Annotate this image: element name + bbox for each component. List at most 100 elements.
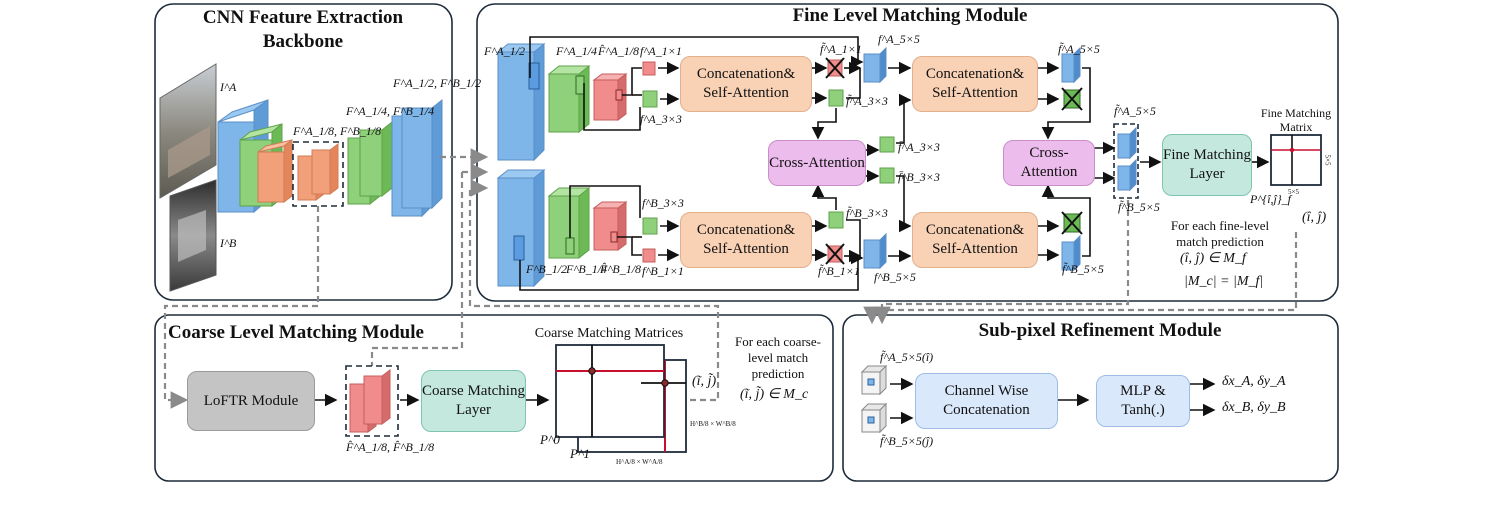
coarse-note: For each coarse-level match prediction (735, 334, 821, 381)
concat-self-attention-a1: Concatenation& Self-Attention (680, 56, 812, 112)
fine-b-tt5x5 (1117, 158, 1137, 192)
fine-b-f18 (592, 201, 628, 251)
concat-self-attention-b2: Concatenation& Self-Attention (912, 212, 1038, 268)
backbone-panel (154, 3, 453, 301)
coarse-features-pair (349, 369, 391, 433)
coarse-matrix-p0 (555, 344, 686, 438)
concat-self-attention-b1: Concatenation& Self-Attention (680, 212, 812, 268)
conn-b-f18 (617, 236, 642, 256)
fine-b-t3x3 (828, 211, 844, 229)
fine-a-f3x3 (642, 90, 658, 108)
fine-note: For each fine-level match prediction (1170, 218, 1270, 249)
fine-a-t1x1-crossed (825, 57, 845, 79)
arrow-a-to-cross2 (1041, 67, 1091, 140)
label-ca3x3: f̄^A_3×3 (898, 140, 940, 154)
arrow-b-to-cross2 (1041, 184, 1091, 257)
label-bb-f18: F^A_1/8, F^B_1/8 (293, 124, 382, 138)
label-bb-f12: F^A_1/2, F^B_1/2 (393, 76, 482, 90)
coarse-title: Coarse Level Matching Module (168, 322, 424, 343)
conn-b-t3-down (846, 219, 861, 256)
label-p0: P^0 (540, 432, 560, 447)
fine-a-t3x3 (828, 89, 844, 107)
backbone-f14-pair (347, 120, 393, 206)
fine-b-f5x5 (863, 232, 887, 270)
label-fa18: F̂^A_1/8 (598, 44, 640, 58)
coarse-dim1: H^B/8 × W^B/8 (690, 420, 736, 428)
coarse-matching-layer: Coarse Matching Layer (421, 370, 526, 432)
arrow-a-c3-concat (896, 93, 912, 144)
label-fb5x5: f^B_5×5 (874, 270, 916, 284)
coarse-features-dashed (345, 365, 399, 437)
fine-b-f14 (547, 186, 591, 260)
label-fb14: F^B_1/4 (566, 262, 608, 276)
label-cb3x3: f̄^B_3×3 (898, 170, 940, 184)
coarse-panel (154, 314, 834, 482)
arrow-a-to-cross (811, 108, 837, 140)
fine-b-t1x1-crossed (825, 243, 845, 265)
label-ta1x1: f̃^A_1×1 (820, 42, 862, 56)
fine-b-t3x3-crossed (1061, 211, 1083, 235)
fine-tt-dashed (1113, 123, 1139, 199)
fine-a-f18 (592, 73, 628, 121)
fine-matching-layer: Fine Matching Layer (1162, 134, 1252, 196)
image-a (159, 63, 217, 199)
label-ttb5x5: f̃^B_5×5 (1118, 200, 1160, 214)
backbone-f12-pair (391, 98, 443, 218)
fine-matrix (1270, 134, 1322, 186)
fine-title: Fine Level Matching Module (792, 5, 1028, 26)
label-tb5x5: f̃^B_5×5 (1062, 262, 1104, 276)
fine-b-t5x5 (1061, 234, 1081, 272)
subpixel-title: Sub-pixel Refinement Module (978, 320, 1222, 341)
label-tta5x5: f̃^A_5×5 (1114, 104, 1156, 118)
label-img-a: I^A (220, 80, 237, 94)
conn-a-f18-up (622, 67, 642, 96)
label-fa12: F^A_1/2 (484, 44, 526, 58)
dash-fine-to-sub-b (863, 232, 1298, 325)
fine-pair: (î, ĵ) (1302, 210, 1327, 225)
label-img-b: I^B (220, 236, 237, 250)
fine-in: (î, ĵ) ∈ M_f (1180, 251, 1246, 266)
concat-self-attention-a2: Concatenation& Self-Attention (912, 56, 1038, 112)
fine-b-c3x3 (879, 167, 895, 184)
fine-a-c3x3 (879, 136, 895, 153)
label-fa3x3: f^A_3×3 (640, 112, 682, 126)
label-tb3x3: f̃^B_3×3 (846, 206, 888, 220)
subpixel-panel (842, 314, 1339, 482)
cross-attention-2: Cross-Attention (1003, 140, 1095, 186)
label-coarse-features: F̂^A_1/8, F̂^B_1/8 (346, 440, 435, 454)
label-bb-f14: F^A_1/4, F^B_1/4 (346, 104, 435, 118)
coarse-dim2: H^A/8 × W^A/8 (616, 458, 663, 466)
fine-matrix-side: 5×5 (1323, 154, 1332, 166)
label-fb1x1: f^B_1×1 (642, 264, 684, 278)
subpixel-cube-a (860, 364, 888, 396)
mlp-tanh: MLP & Tanh(.) (1096, 375, 1190, 427)
dash-coarse-to-fine (468, 179, 720, 402)
fine-eq: |M_c| = |M_f| (1184, 274, 1264, 289)
label-fa5x5: f^A_5×5 (878, 32, 920, 46)
subpixel-cube-b (860, 402, 888, 434)
out-a: δx_A, δy_A (1222, 374, 1286, 389)
loftr-module: LoFTR Module (187, 371, 315, 431)
backbone-salmon-block (257, 139, 293, 203)
dash-coarse-up (370, 172, 464, 366)
fine-b-f12 (496, 168, 546, 288)
label-p1: P^1 (570, 446, 590, 461)
fine-matrix-bottom: 5×5 (1288, 188, 1299, 196)
coarse-matrices-title: Coarse Matching Matrices (534, 326, 684, 341)
label-fb12: F^B_1/2 (526, 262, 568, 276)
backbone-title: CNN Feature Extraction Backbone (202, 7, 404, 52)
channel-wise-concatenation: Channel Wise Concatenation (915, 373, 1058, 429)
label-tb1x1: f̃^B_1×1 (818, 264, 860, 278)
coarse-pair: (ĩ, j̃) (692, 374, 717, 389)
dash-fine-to-sub-a (873, 200, 1130, 325)
fine-a-t3x3-crossed (1061, 87, 1083, 111)
fine-a-f5x5 (863, 46, 887, 84)
fine-b-f3x3 (642, 217, 658, 235)
backbone-f18-pair (297, 143, 339, 201)
out-b: δx_B, δy_B (1222, 400, 1286, 415)
label-ta3x3: f̃^A_3×3 (846, 94, 888, 108)
fine-a-f1x1 (642, 61, 656, 76)
conn-a-f14 (583, 83, 641, 131)
label-ta5x5: f̃^A_5×5 (1058, 42, 1100, 56)
